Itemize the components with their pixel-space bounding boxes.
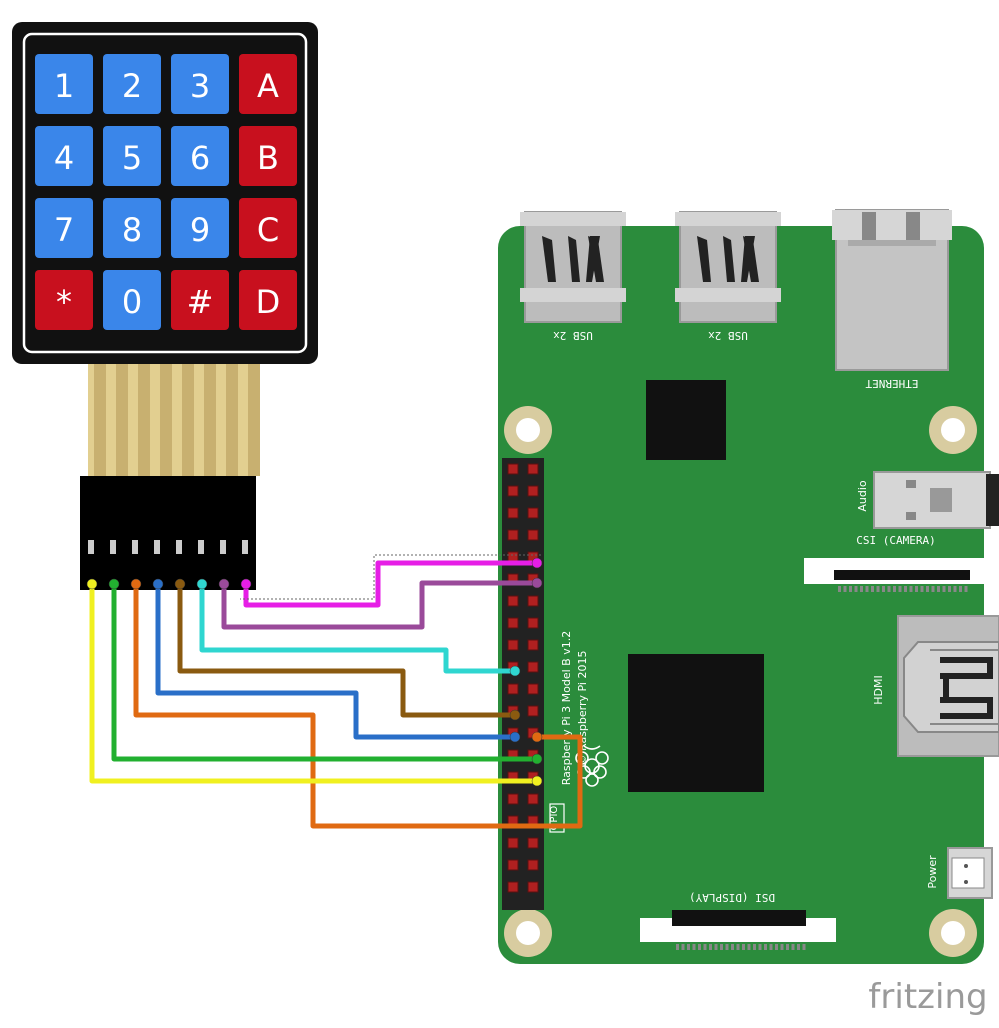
key-4[interactable]: 4	[35, 126, 93, 186]
key-label: 3	[190, 67, 210, 105]
ribbon-traces	[94, 364, 260, 476]
key-#[interactable]: #	[171, 270, 229, 330]
key-7[interactable]: 7	[35, 198, 93, 258]
key-label: 4	[54, 139, 74, 177]
key-label: 8	[122, 211, 142, 249]
key-1[interactable]: 1	[35, 54, 93, 114]
key-6[interactable]: 6	[171, 126, 229, 186]
key-D[interactable]: D	[239, 270, 297, 330]
board-model-label: Raspberry Pi 3 Model B v1.2	[560, 631, 573, 785]
key-A[interactable]: A	[239, 54, 297, 114]
key-label: 9	[190, 211, 210, 249]
key-5[interactable]: 5	[103, 126, 161, 186]
dsi-connector	[640, 910, 836, 950]
usb-label-2: USB 2x	[708, 329, 748, 342]
csi-label: CSI (CAMERA)	[856, 534, 935, 547]
ram-chip	[646, 380, 726, 460]
audio-jack	[873, 471, 999, 529]
key-label: 6	[190, 139, 210, 177]
hdmi-port	[897, 615, 999, 757]
wire-yellow[interactable]	[89, 584, 537, 784]
key-label: C	[257, 211, 279, 249]
key-label: A	[257, 67, 279, 105]
key-label: 2	[122, 67, 142, 105]
board-pcb	[498, 226, 984, 964]
key-0[interactable]: 0	[103, 270, 161, 330]
keypad: 1 2 3 A 4 5 6 B 7 8 9 C * 0 # D	[12, 22, 318, 590]
raspberry-pi-board: USB 2x USB 2x ETHERNET	[498, 209, 999, 964]
key-label: D	[256, 283, 281, 321]
wires	[89, 554, 583, 829]
connector-pins	[88, 540, 248, 554]
power-label: Power	[926, 855, 939, 889]
keypad-inner-border	[22, 32, 308, 354]
ethernet-label: ETHERNET	[865, 377, 918, 390]
key-label: 7	[54, 211, 74, 249]
usb-port-2	[675, 211, 781, 323]
key-2[interactable]: 2	[103, 54, 161, 114]
wire-endpoints	[86, 557, 543, 787]
mounting-hole-icon	[504, 909, 552, 957]
key-label: #	[187, 283, 214, 321]
fritzing-logo: fritzing	[868, 977, 987, 1017]
wire-orange[interactable]	[133, 584, 583, 829]
power-port	[947, 847, 993, 899]
wire-blue[interactable]	[155, 584, 515, 740]
usb-label-1: USB 2x	[553, 329, 593, 342]
key-8[interactable]: 8	[103, 198, 161, 258]
mounting-hole-icon	[504, 406, 552, 454]
wire-selection-outline	[240, 554, 541, 600]
wire-green[interactable]	[111, 584, 537, 762]
mounting-hole-icon	[929, 909, 977, 957]
wire-brown[interactable]	[177, 584, 515, 718]
hdmi-label: HDMI	[872, 675, 885, 704]
usb-port-1	[520, 211, 626, 323]
key-label: *	[56, 283, 72, 321]
gpio-pins	[507, 463, 539, 893]
key-label: 5	[122, 139, 142, 177]
audio-label: Audio	[856, 480, 869, 512]
ethernet-port	[832, 209, 952, 371]
gpio-label: GPIO	[549, 806, 560, 831]
key-label: 0	[122, 283, 142, 321]
key-B[interactable]: B	[239, 126, 297, 186]
soc-chip	[628, 654, 764, 792]
keypad-connector	[80, 476, 256, 590]
key-label: B	[257, 139, 279, 177]
key-3[interactable]: 3	[171, 54, 229, 114]
key-C[interactable]: C	[239, 198, 297, 258]
key-9[interactable]: 9	[171, 198, 229, 258]
dsi-label: DSI (DISPLAY)	[689, 891, 775, 904]
wire-cyan[interactable]	[199, 584, 515, 674]
wire-purple[interactable]	[221, 580, 537, 630]
csi-connector	[804, 558, 990, 592]
wire-magenta[interactable]	[243, 560, 537, 608]
gpio-label-box	[549, 803, 565, 833]
key-label: 1	[54, 67, 74, 105]
key-*[interactable]: *	[35, 270, 93, 330]
mounting-hole-icon	[929, 406, 977, 454]
